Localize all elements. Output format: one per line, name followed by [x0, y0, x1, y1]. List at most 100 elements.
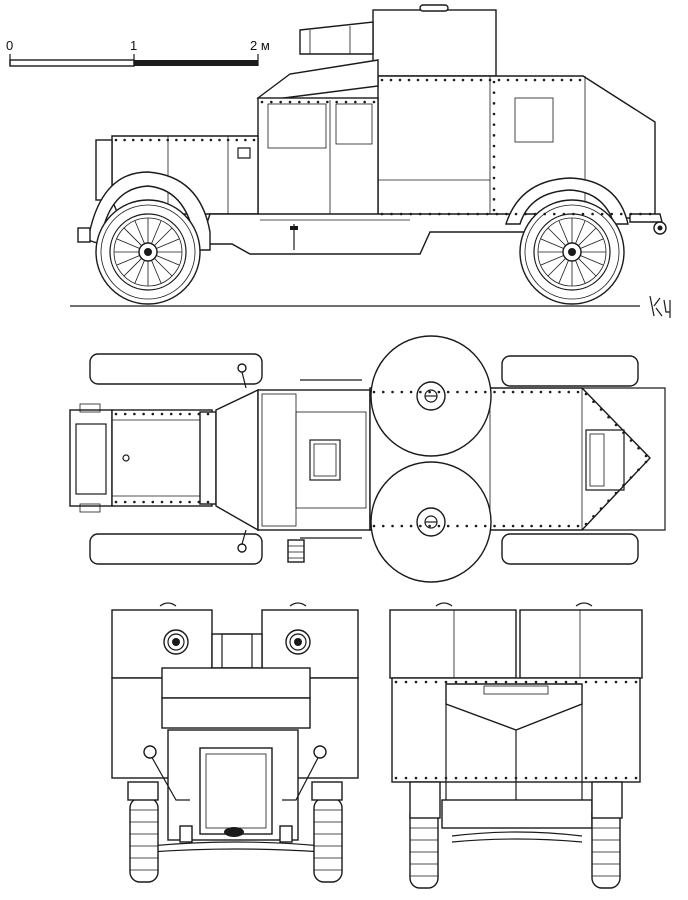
rivet: [363, 100, 366, 104]
rivet: [434, 776, 438, 780]
rivet: [614, 776, 618, 780]
rivet: [354, 100, 357, 104]
rivet: [157, 138, 161, 142]
rivet: [307, 100, 310, 104]
rivet: [584, 392, 588, 396]
rivet: [544, 776, 548, 780]
rivet: [335, 100, 338, 104]
rivet: [534, 776, 538, 780]
rivet: [492, 187, 496, 190]
rivet: [533, 212, 537, 216]
rivet: [409, 524, 413, 528]
rivet: [614, 680, 618, 684]
rivet: [414, 680, 418, 684]
rivet: [492, 166, 496, 169]
rivet: [160, 500, 164, 504]
rivet: [446, 390, 450, 394]
rivet: [474, 680, 478, 684]
rivet: [494, 776, 498, 780]
rivet: [492, 176, 496, 180]
scale-label-1: 1: [130, 38, 137, 53]
rivet: [179, 500, 182, 504]
rivet: [554, 680, 558, 684]
rivet: [192, 138, 195, 142]
rivet: [624, 776, 628, 780]
rivet: [504, 776, 508, 780]
rivet: [175, 138, 178, 142]
rivet: [464, 776, 468, 780]
rivet: [622, 483, 625, 487]
rivet: [114, 500, 118, 504]
artist-signature: [649, 295, 671, 318]
rivet: [407, 78, 411, 82]
rivet: [114, 412, 118, 416]
rivet: [270, 100, 273, 104]
rivet: [564, 680, 568, 684]
rivet: [644, 460, 648, 464]
rivet: [530, 524, 533, 528]
scale-label-2m: 2 м: [250, 38, 270, 53]
rivet: [483, 390, 487, 394]
rivet: [543, 212, 547, 216]
rivet: [604, 680, 608, 684]
rivet: [492, 80, 496, 84]
rivet: [515, 78, 519, 82]
rivet: [599, 408, 603, 411]
front-right-tire-icon: [313, 797, 343, 883]
rivet: [502, 524, 506, 528]
rivet: [400, 390, 404, 394]
rivet: [607, 499, 610, 503]
rivet: [391, 390, 394, 394]
rivet: [140, 138, 144, 142]
rivet: [539, 524, 543, 528]
rivet: [389, 78, 393, 82]
rivet: [524, 212, 527, 216]
rivet: [446, 524, 450, 528]
rivet: [562, 212, 566, 216]
rivet: [288, 100, 292, 104]
rivet: [494, 680, 498, 684]
rivet: [634, 776, 638, 780]
rivet: [576, 390, 580, 394]
rivet: [622, 431, 625, 435]
rivet: [539, 390, 543, 394]
rivet: [188, 500, 191, 504]
rivet: [398, 78, 402, 82]
rivet: [394, 776, 398, 780]
rivet: [492, 134, 496, 137]
rivet: [485, 212, 489, 216]
rivet: [434, 78, 438, 82]
rivet: [552, 212, 556, 216]
rivet: [479, 78, 483, 82]
rivet: [576, 524, 580, 528]
rear-wheel-icon: [519, 199, 625, 305]
rivet: [298, 100, 301, 104]
rivet: [404, 680, 408, 684]
rivet: [380, 78, 384, 82]
rivet: [179, 412, 182, 416]
rivet: [574, 776, 578, 780]
scale-label-0: 0: [6, 38, 13, 53]
side-view: [70, 4, 667, 307]
rivet: [200, 138, 204, 142]
rivet: [390, 212, 393, 216]
rivet: [607, 415, 610, 419]
rivet: [418, 212, 422, 216]
turret-right-icon: [370, 461, 492, 583]
rivet: [428, 390, 431, 394]
rivet: [521, 524, 524, 528]
rivet: [252, 138, 256, 142]
rivet: [404, 776, 408, 780]
top-view: [69, 335, 666, 583]
rivet: [492, 91, 496, 94]
rivet: [524, 776, 528, 780]
rivet: [151, 412, 155, 416]
rivet: [399, 212, 403, 216]
rivet: [488, 78, 492, 82]
rivet: [521, 390, 524, 394]
rivet: [206, 412, 210, 416]
rivet: [492, 102, 496, 105]
rivet: [493, 390, 496, 394]
rivet: [560, 78, 564, 82]
